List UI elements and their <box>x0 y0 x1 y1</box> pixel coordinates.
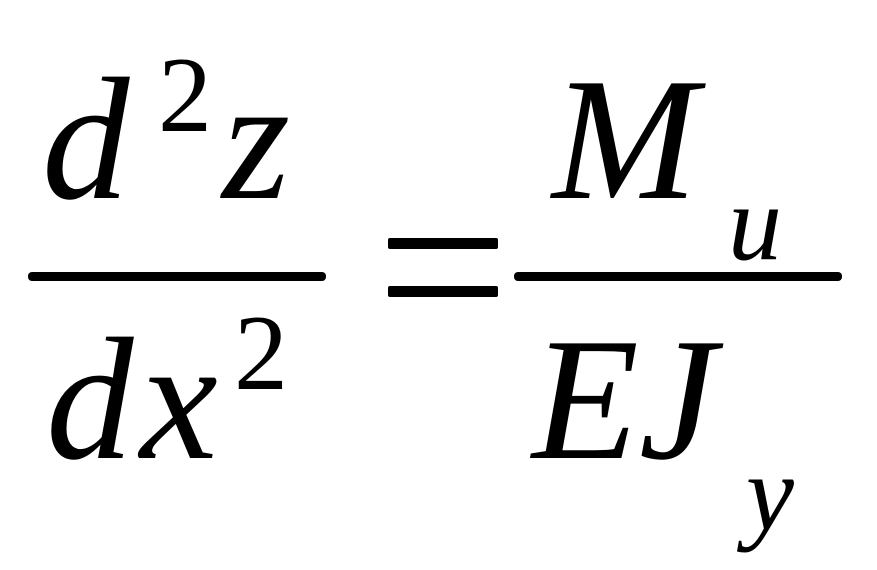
right-numerator-subscript-u: u <box>728 164 782 283</box>
right-numerator-symbol-m: M <box>552 42 698 236</box>
right-denominator-symbol-ej: EJ <box>532 302 717 496</box>
left-denominator-exponent: 2 <box>234 294 288 413</box>
right-denominator-subscript-y: y <box>746 434 794 553</box>
left-fraction-bar <box>28 272 326 281</box>
right-fraction-bar <box>514 272 842 281</box>
equals-top-bar <box>388 238 498 249</box>
equals-bottom-bar <box>388 286 498 297</box>
left-numerator-exponent: 2 <box>158 36 212 155</box>
left-denominator-d: d <box>46 302 134 496</box>
left-numerator-variable-z: z <box>222 42 291 236</box>
left-numerator-d: d <box>42 42 130 236</box>
left-denominator-variable-x: x <box>140 302 218 496</box>
